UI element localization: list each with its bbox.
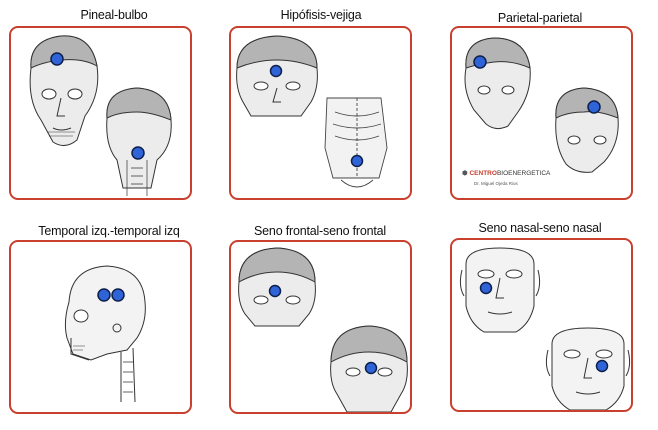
skull-illustration [11,242,192,414]
acupoint-marker-pineal [51,53,63,65]
panel-title-pineal-bulbo: Pineal-bulbo [14,8,214,22]
panel-temporal-temporal [9,240,192,414]
acupoint-marker-bulbo [132,147,144,159]
head-illustration [452,240,633,412]
torso-illustration [325,98,387,187]
panel-title-seno-frontal: Seno frontal-seno frontal [220,224,420,238]
head-front-tilted [30,36,98,146]
acupoint-marker-seno-frontal-1 [270,286,281,297]
head-illustration [231,242,412,414]
panel-title-temporal-temporal: Temporal izq.-temporal izq [2,224,216,238]
face-front-view-2 [546,328,629,410]
head-back-view [107,88,172,196]
acupoint-marker-seno-frontal-2 [366,363,377,374]
panel-title-seno-nasal: Seno nasal-seno nasal [440,221,640,235]
panel-seno-nasal [450,238,633,412]
panel-pineal-bulbo [9,26,192,200]
acupoint-marker-vejiga [352,156,363,167]
acupoint-marker-parietal-2 [588,101,600,113]
acupoint-marker-seno-nasal-2 [597,361,608,372]
panel-title-hipofisis-vejiga: Hipófisis-vejiga [221,8,421,22]
brand-author: Dr. Miguel Ojeda Rios [474,181,518,186]
acupoint-marker-hipofisis [271,66,282,77]
acupoint-marker-temporal-1 [98,289,110,301]
acupoint-marker-parietal-1 [474,56,486,68]
skull-side-view [65,266,145,402]
acupoint-marker-temporal-2 [112,289,124,301]
head-illustration [231,28,412,200]
panel-title-parietal-parietal: Parietal-parietal [440,11,640,25]
acupoint-marker-seno-nasal-1 [481,283,492,294]
panel-parietal-parietal: ⬢ CENTROBIOENERGETICA Dr. Miguel Ojeda R… [450,26,633,200]
brand-logo: ⬢ CENTROBIOENERGETICA [462,169,550,177]
face-front-view [460,248,539,332]
panel-hipofisis-vejiga [229,26,412,200]
head-front-tilted [465,38,530,129]
head-illustration [11,28,192,200]
head-side-tilted [556,88,619,172]
panel-seno-frontal [229,240,412,414]
